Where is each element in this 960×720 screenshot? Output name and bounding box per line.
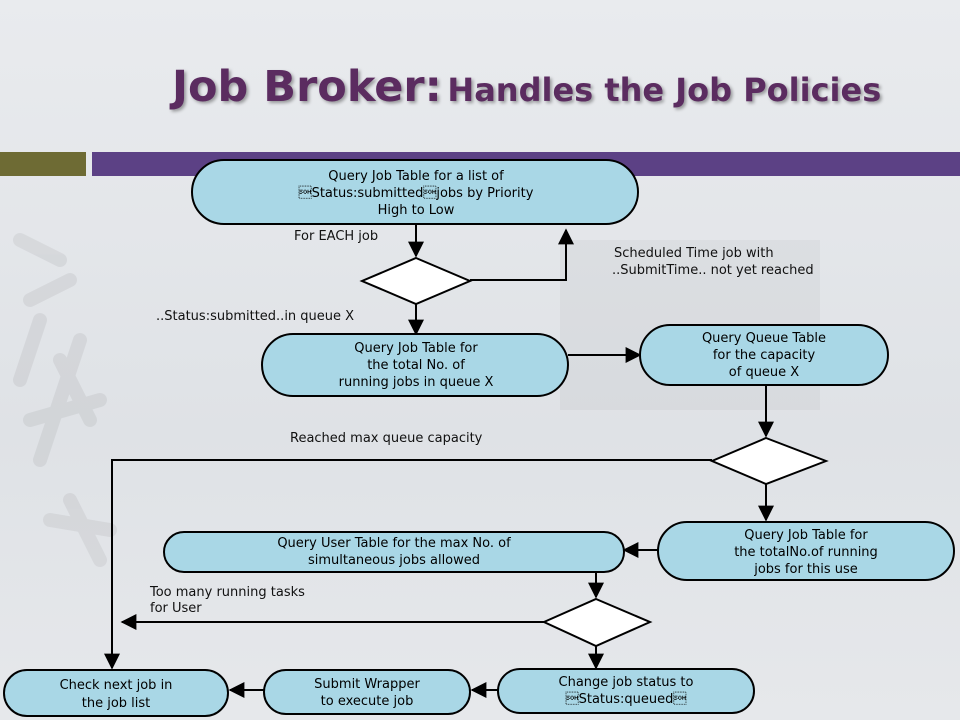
node-text-user-table-line2: simultaneous jobs allowed [308,553,480,568]
node-text-queue-line2: for the capacity [713,348,816,363]
slide-title: Job Broker: Handles the Job Policies [0,62,960,112]
node-query-job-table-list [191,159,639,225]
decision-scheduled-time [359,256,473,306]
node-text-user-jobs-line2: the totalNo.of running [734,545,878,560]
node-text-change-line1: Change job status to [559,675,694,690]
node-change-job-status [497,668,755,714]
node-text-check-line1: Check next job in [60,678,173,693]
decision-max-user-jobs [541,597,653,648]
edge-decision2-to-check [104,459,712,670]
node-text-list-line3: High to Low [378,203,455,218]
node-text-user-jobs-line3: jobs for this use [753,562,858,577]
node-query-queue-table [639,324,889,386]
node-text-change-line2: Status:queued [566,691,687,707]
node-text-user-jobs-line1: Query Job Table for [744,528,868,543]
label-for-each-job: For EACH job [294,229,378,244]
accent-bar-left [0,152,86,176]
node-query-job-table-user [657,521,955,581]
node-text-submit-line1: Submit Wrapper [314,677,420,692]
node-text-submit-line2: to execute job [321,694,414,709]
job-broker-flowchart: Query Job Table for a list of Status:su… [3,159,955,717]
node-text-total-line2: the total No. of [367,358,465,373]
node-query-job-table-total [261,333,569,397]
title-sub: Handles the Job Policies [447,71,882,109]
node-text-total-line3: running jobs in queue X [339,375,494,390]
label-scheduled-time-line1: Scheduled Time job with [614,246,774,261]
label-reached-max: Reached max queue capacity [290,431,483,446]
node-check-next-job [3,669,229,717]
label-too-many-line1: Too many running tasks [149,585,305,600]
label-too-many-line2: for User [150,601,202,616]
title-main: Job Broker: [172,62,442,112]
decision-max-queue-capacity [709,436,829,486]
node-query-user-table [163,531,625,573]
node-text-list-line2: Status:submittedjobs by Priority [299,185,534,201]
node-text-total-line1: Query Job Table for [354,341,478,356]
node-text-list-line1: Query Job Table for a list of [328,169,504,184]
node-text-check-line2: the job list [82,696,151,711]
node-text-queue-line1: Query Queue Table [702,331,826,346]
node-text-user-table-line1: Query User Table for the max No. of [277,536,511,551]
label-scheduled-time-line2: ..SubmitTime.. not yet reached [612,263,814,278]
node-text-queue-line3: of queue X [729,365,800,380]
label-status-submitted: ..Status:submitted..in queue X [156,309,354,324]
flowchart-edges [104,224,774,698]
edge-decision1-loop [470,228,574,281]
node-submit-wrapper [263,669,471,715]
